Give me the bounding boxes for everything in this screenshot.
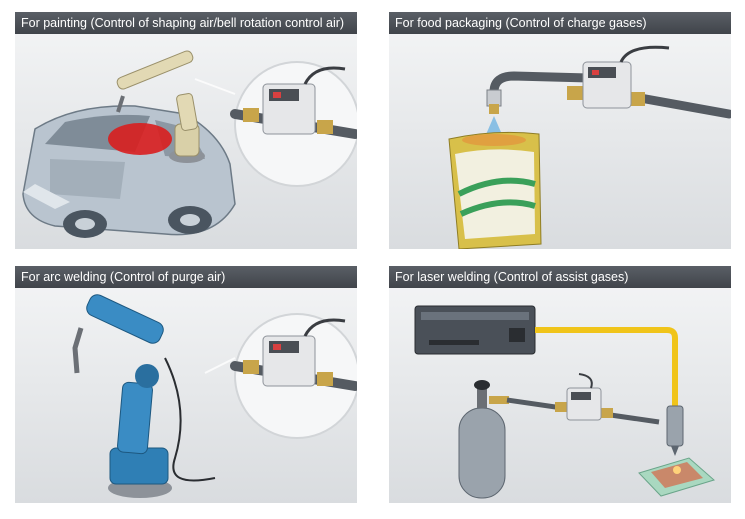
laser-head-icon bbox=[666, 405, 684, 456]
panel-arc-welding: For arc welding (Control of purge air) bbox=[15, 266, 357, 503]
flow-sensor-icon bbox=[230, 318, 357, 391]
panel-painting: For painting (Control of shaping air/bel… bbox=[15, 12, 357, 249]
gas-cylinder-icon bbox=[458, 380, 509, 499]
panel-title-laser-welding: For laser welding (Control of assist gas… bbox=[389, 266, 731, 288]
panel-food-packaging: For food packaging (Control of charge ga… bbox=[389, 12, 731, 249]
paint-spray-spot bbox=[108, 123, 172, 155]
food-pouch-icon bbox=[448, 131, 542, 249]
flow-sensor-icon bbox=[555, 373, 613, 421]
panel-laser-welding: For laser welding (Control of assist gas… bbox=[389, 266, 731, 503]
food-packaging-illustration bbox=[448, 45, 731, 249]
panel-title-painting: For painting (Control of shaping air/bel… bbox=[15, 12, 357, 34]
panel-title-arc-welding: For arc welding (Control of purge air) bbox=[15, 266, 357, 288]
welding-robot-icon bbox=[72, 294, 216, 498]
flow-sensor-icon bbox=[230, 66, 357, 139]
arc-welding-illustration bbox=[72, 294, 357, 498]
painting-robot-icon bbox=[116, 50, 205, 163]
flow-sensor-icon bbox=[567, 45, 670, 109]
laser-oscillator-icon bbox=[414, 305, 536, 355]
painting-illustration bbox=[22, 50, 357, 238]
panel-title-food-packaging: For food packaging (Control of charge ga… bbox=[389, 12, 731, 34]
workpiece-icon bbox=[638, 457, 716, 497]
laser-welding-illustration bbox=[414, 305, 716, 499]
